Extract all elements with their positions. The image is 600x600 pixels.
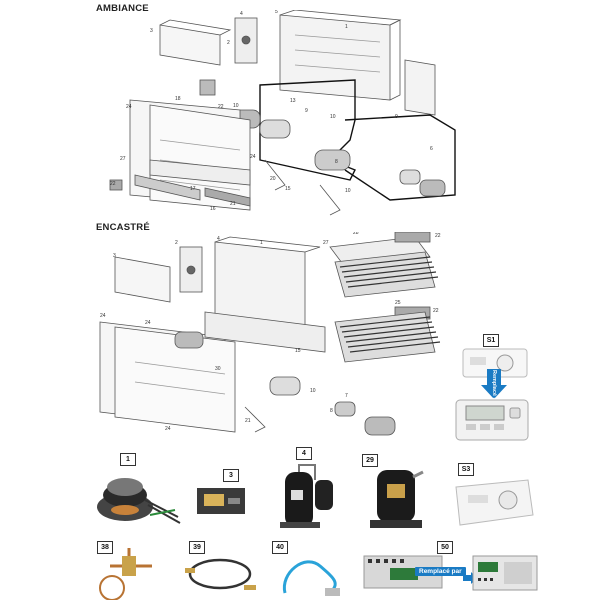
svg-text:8: 8	[330, 408, 333, 414]
control-board-new-image	[472, 555, 538, 591]
part-label-29: 29	[362, 454, 378, 467]
svg-text:18: 18	[175, 96, 181, 102]
svg-text:1: 1	[345, 24, 348, 30]
part-label-38: 38	[97, 541, 113, 554]
svg-text:21: 21	[230, 201, 236, 207]
rotary-compressor-image	[280, 464, 333, 528]
svg-text:2: 2	[175, 240, 178, 246]
part-label-4: 4	[296, 447, 312, 460]
svg-text:4: 4	[217, 236, 220, 242]
svg-text:10: 10	[233, 103, 239, 109]
svg-text:27: 27	[323, 240, 329, 246]
svg-text:3: 3	[150, 28, 153, 34]
svg-text:24: 24	[250, 154, 256, 160]
section-title-ambiance: AMBIANCE	[96, 3, 149, 14]
svg-text:2: 2	[227, 40, 230, 46]
svg-text:10: 10	[345, 188, 351, 194]
replaced-by-label: Remplacé par	[415, 567, 466, 576]
scroll-compressor-image	[370, 470, 424, 528]
svg-text:9: 9	[395, 114, 398, 120]
svg-text:24: 24	[165, 426, 171, 432]
refrigerant-hose-image	[185, 558, 256, 590]
svg-text:10: 10	[310, 388, 316, 394]
svg-text:13: 13	[290, 98, 296, 104]
part-label-s3: S3	[458, 463, 474, 476]
svg-text:15: 15	[295, 348, 301, 354]
svg-text:4: 4	[240, 11, 243, 17]
part-label-s1: S1	[483, 334, 499, 347]
thermostat-s1-image	[462, 348, 528, 378]
svg-text:28: 28	[353, 232, 359, 236]
blue-cable-sensor-image	[282, 560, 340, 596]
svg-text:17: 17	[190, 186, 196, 192]
svg-text:6: 6	[430, 146, 433, 152]
svg-text:10: 10	[330, 114, 336, 120]
svg-text:27: 27	[120, 156, 126, 162]
part-label-1: 1	[120, 453, 136, 466]
part-label-40: 40	[272, 541, 288, 554]
svg-text:16: 16	[210, 206, 216, 212]
svg-text:25: 25	[395, 300, 401, 306]
svg-text:24: 24	[145, 320, 151, 326]
svg-text:9: 9	[305, 108, 308, 114]
digital-thermostat-image	[455, 399, 529, 441]
arrow-down-icon	[481, 369, 507, 399]
svg-text:22: 22	[435, 233, 441, 239]
expansion-valve-image	[99, 548, 152, 600]
section-title-encastre: ENCASTRÉ	[96, 222, 150, 233]
svg-text:22: 22	[218, 104, 224, 110]
svg-text:30: 30	[215, 366, 221, 372]
svg-text:21: 21	[245, 418, 251, 424]
svg-text:15: 15	[285, 186, 291, 192]
part-label-3: 3	[223, 469, 239, 482]
control-board-old-image	[363, 555, 443, 589]
svg-text:24: 24	[126, 104, 132, 110]
part-label-50: 50	[437, 541, 453, 554]
svg-text:24: 24	[100, 313, 106, 319]
svg-text:22: 22	[110, 181, 116, 187]
svg-text:1: 1	[260, 240, 263, 246]
svg-text:8: 8	[335, 159, 338, 165]
svg-text:7: 7	[345, 393, 348, 399]
svg-text:22: 22	[433, 308, 439, 314]
relay-box-image	[197, 488, 245, 514]
svg-text:3: 3	[113, 253, 116, 259]
svg-text:20: 20	[270, 176, 276, 182]
svg-text:5: 5	[275, 10, 278, 15]
wall-thermostat-image	[455, 479, 534, 526]
part-label-39: 39	[189, 541, 205, 554]
fan-motor-image	[97, 478, 181, 524]
